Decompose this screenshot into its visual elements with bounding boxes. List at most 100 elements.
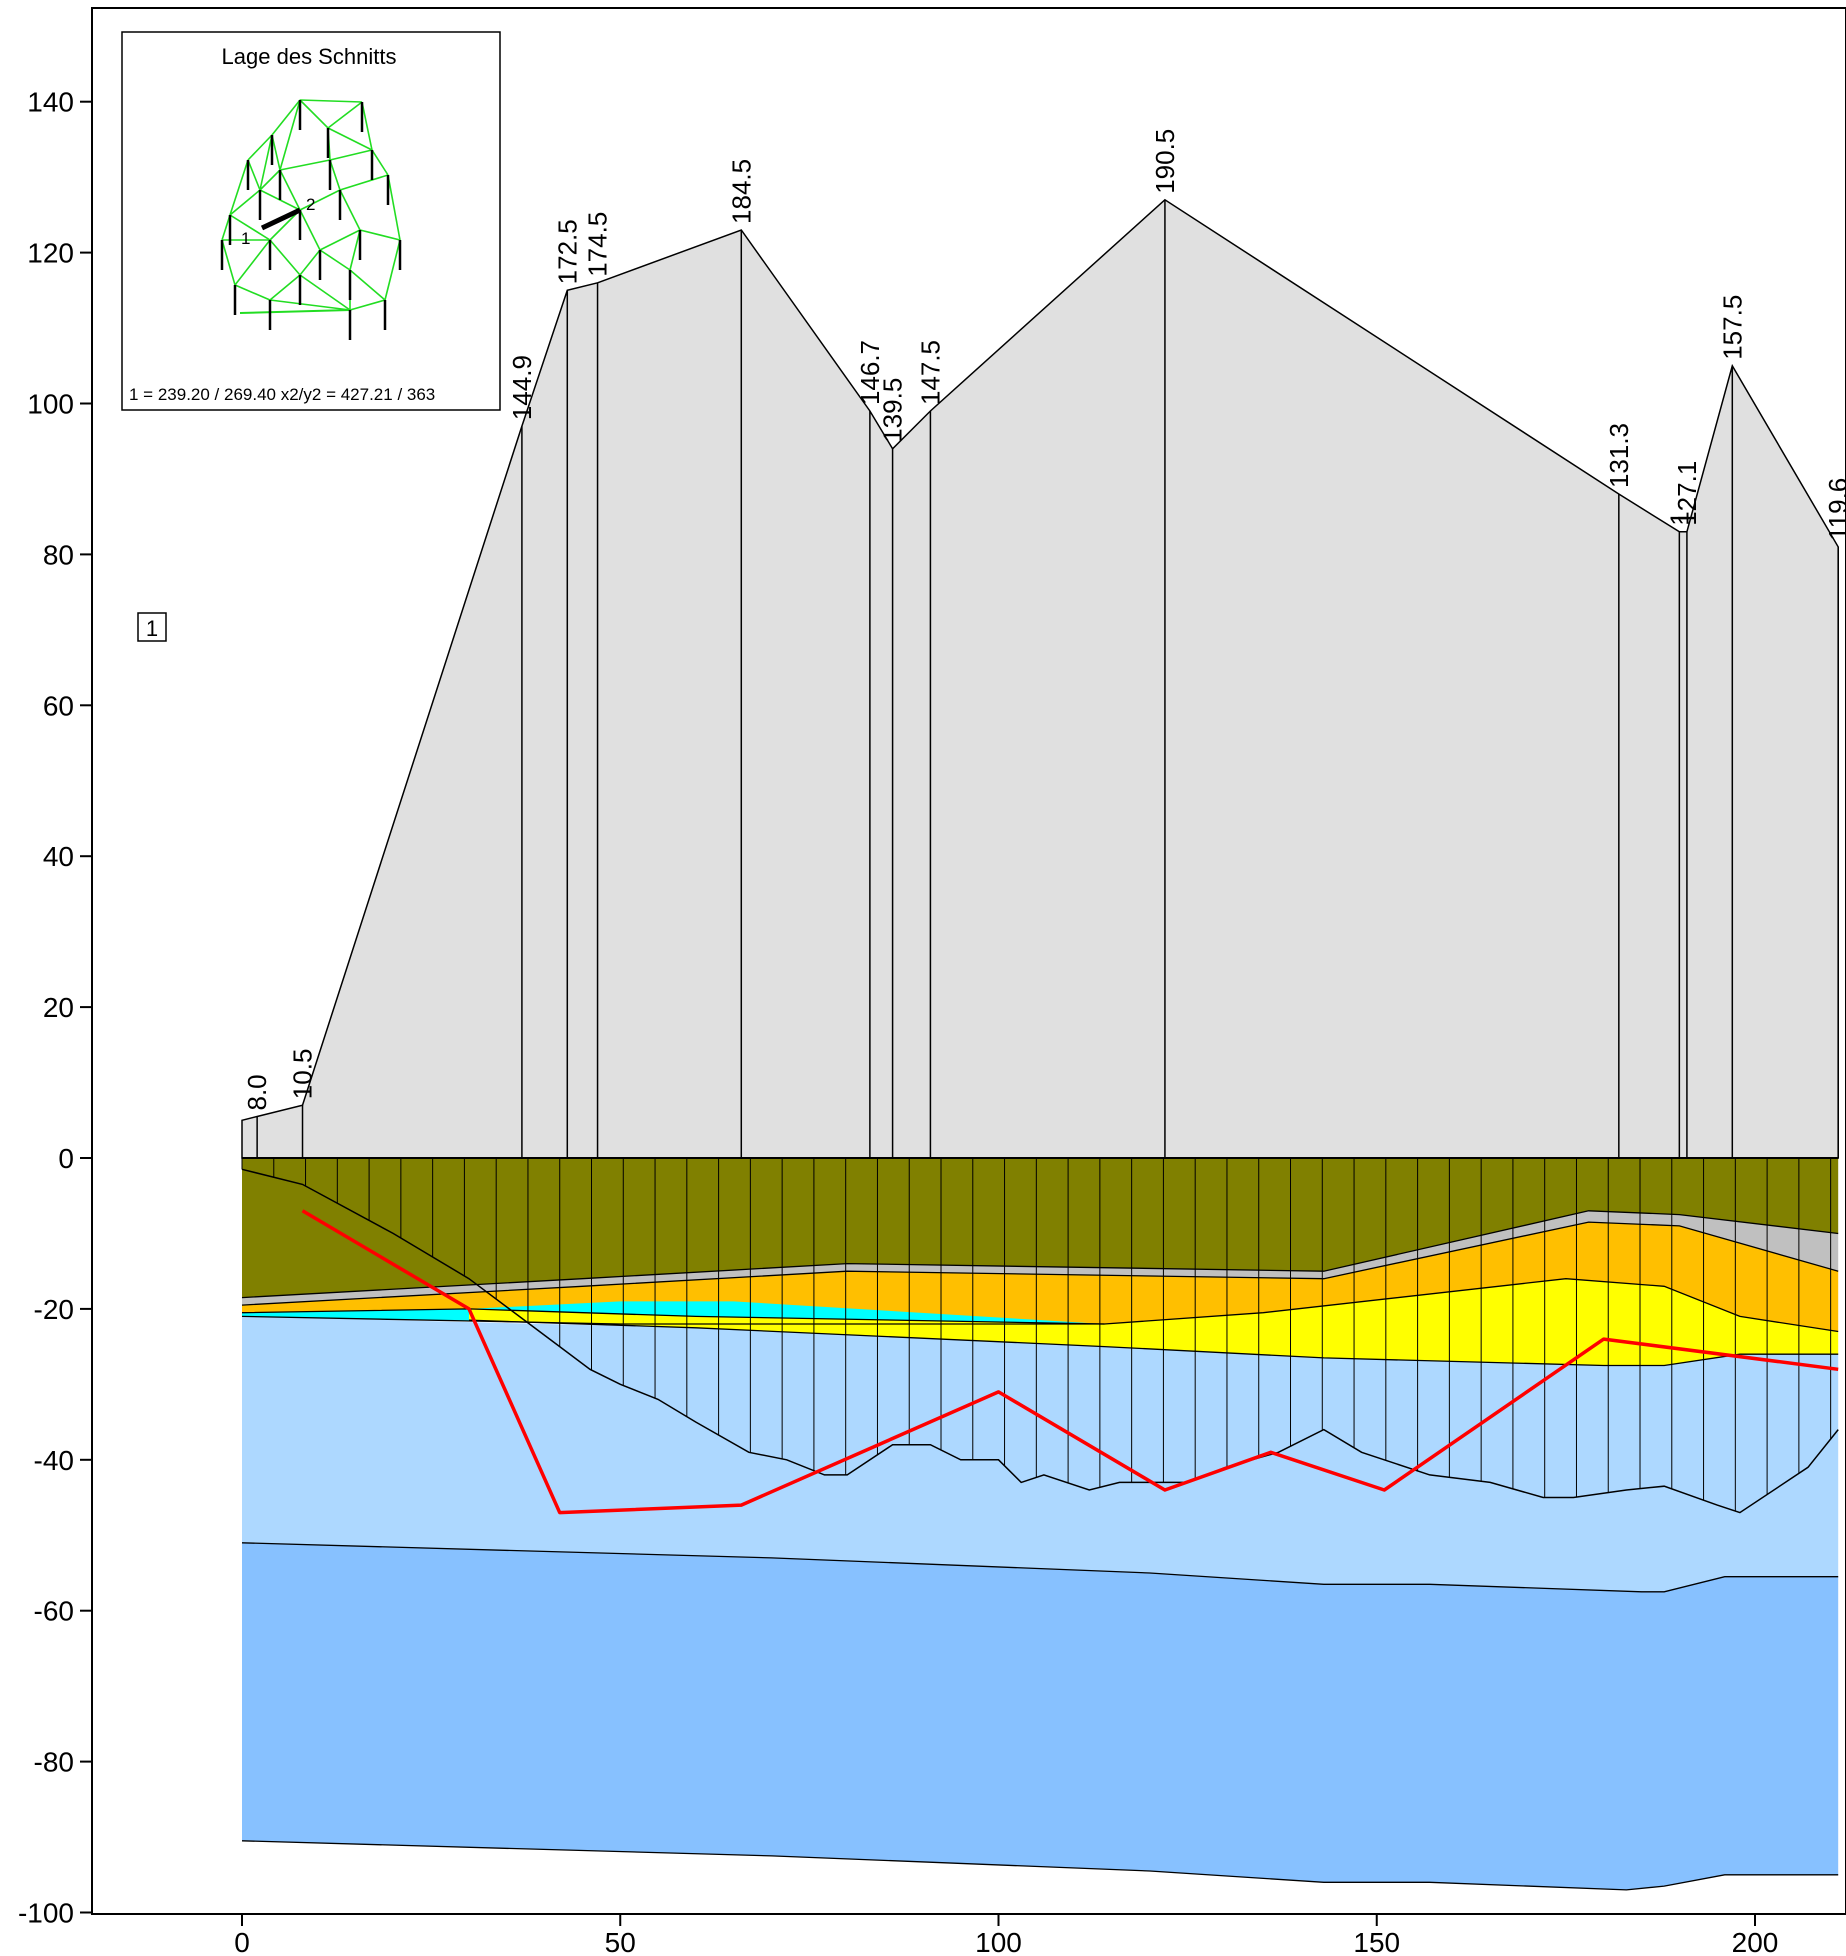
- inset-point-2: 2: [306, 195, 315, 214]
- borehole-label: 174.5: [583, 212, 613, 277]
- inset-edge: [349, 269, 386, 301]
- layer-boundary-0: [241, 1210, 1839, 1299]
- inset-edge: [247, 134, 273, 161]
- y-tick-label: -80: [34, 1747, 74, 1778]
- layer-0: [242, 1158, 1839, 1298]
- inset-edge: [229, 189, 261, 216]
- inset-edge: [319, 249, 351, 271]
- y-tick-label: -40: [34, 1445, 74, 1476]
- inset-edge: [299, 209, 321, 251]
- layer-4: [469, 1278, 1839, 1366]
- borehole-label: 127.1: [1672, 461, 1702, 526]
- borehole-label: 10.5: [288, 1049, 318, 1100]
- borehole-label: 146.7: [855, 340, 885, 405]
- layer-boundary-3: [241, 1315, 1105, 1325]
- inset-edge: [269, 239, 301, 276]
- inset-network: [220, 99, 402, 340]
- inset-edge: [229, 214, 271, 241]
- inset-edge: [279, 159, 331, 171]
- inset-edge: [327, 101, 363, 129]
- borehole-label: 139.5: [878, 378, 908, 443]
- y-tick-label: 60: [43, 690, 74, 721]
- inset-title: Lage des Schnitts: [222, 44, 397, 69]
- inset-edge: [239, 309, 351, 314]
- inset-edge: [359, 229, 401, 241]
- x-tick-label: 100: [975, 1927, 1022, 1956]
- inset-edge: [299, 249, 321, 276]
- borehole-label: 119.6: [1823, 478, 1846, 541]
- layer-1: [242, 1210, 1839, 1306]
- section-marker: 1: [137, 612, 167, 642]
- inset-edge: [221, 239, 236, 286]
- groundwater-line: [301, 1209, 1839, 1515]
- inset-edge: [299, 189, 341, 211]
- inset-edge: [384, 239, 401, 301]
- inset-section-line: [260, 207, 302, 231]
- layer-boundary-6: [241, 1840, 1839, 1891]
- inset-edge: [299, 99, 363, 103]
- inset-edge: [327, 127, 373, 151]
- inset-edge: [387, 174, 401, 241]
- layer-5: [242, 1316, 1839, 1592]
- borehole-label: 190.5: [1150, 129, 1180, 194]
- inset-edge: [271, 99, 301, 136]
- inset-edge: [329, 159, 341, 191]
- hatched-zone-boundary: [241, 1168, 1839, 1514]
- y-tick-label: 40: [43, 841, 74, 872]
- inset-edge: [361, 101, 373, 151]
- y-tick-label: 20: [43, 992, 74, 1023]
- inset-edge: [259, 169, 281, 191]
- inset-edge: [269, 299, 351, 311]
- inset-edge: [234, 284, 271, 301]
- y-tick-label: -60: [34, 1596, 74, 1627]
- inset-edge: [259, 134, 273, 191]
- inset-point-1: 1: [241, 229, 250, 248]
- borehole-label: 157.5: [1717, 295, 1747, 360]
- inset-edge: [329, 149, 373, 161]
- y-tick-label: 120: [27, 238, 74, 269]
- layer-boundary-2: [241, 1278, 1839, 1333]
- borehole-label: 144.9: [507, 355, 537, 420]
- x-tick-label: 150: [1353, 1927, 1400, 1956]
- inset-edge: [371, 149, 389, 176]
- inset-edge: [299, 99, 329, 129]
- y-tick-label: 100: [27, 389, 74, 420]
- inset-edge: [229, 159, 249, 216]
- borehole-label: 131.3: [1604, 423, 1634, 488]
- inset-edge: [349, 229, 361, 271]
- inset-edge: [234, 239, 271, 286]
- y-tick-label: -20: [34, 1294, 74, 1325]
- y-tick-label: 140: [27, 87, 74, 118]
- plot-content: [241, 198, 1839, 1891]
- inset-edge: [271, 134, 281, 171]
- borehole-label: 184.5: [726, 159, 756, 224]
- borehole-label: 147.5: [915, 340, 945, 405]
- y-tick-label: -100: [18, 1898, 74, 1929]
- layer-6: [242, 1542, 1839, 1890]
- inset-map: Lage des Schnitts 1 2 1 = 239.20 / 269.4…: [121, 31, 501, 411]
- inset-coords: 1 = 239.20 / 269.40 x2/y2 = 427.21 / 363: [129, 385, 435, 404]
- layer-boundary-5: [241, 1542, 1839, 1593]
- layer-3: [242, 1301, 1105, 1324]
- section-marker-label: 1: [146, 616, 158, 641]
- inset-edge: [299, 274, 351, 311]
- y-tick-label: 80: [43, 539, 74, 570]
- inset-edge: [247, 159, 261, 191]
- layer-boundary-1: [241, 1221, 1839, 1306]
- inset-edge: [339, 189, 361, 231]
- y-tick-label: 0: [58, 1143, 74, 1174]
- inset-edge: [279, 169, 301, 211]
- inset-edge: [221, 214, 231, 241]
- x-tick-label: 200: [1732, 1927, 1779, 1956]
- borehole-label: 172.5: [552, 219, 582, 284]
- inset-edge: [269, 274, 301, 301]
- borehole-label: 8.0: [242, 1074, 272, 1110]
- x-tick-label: 0: [234, 1927, 250, 1956]
- inset-edge: [319, 229, 361, 251]
- inset-edge: [339, 174, 389, 191]
- inset-frame: [121, 31, 501, 411]
- inset-edge: [279, 99, 301, 171]
